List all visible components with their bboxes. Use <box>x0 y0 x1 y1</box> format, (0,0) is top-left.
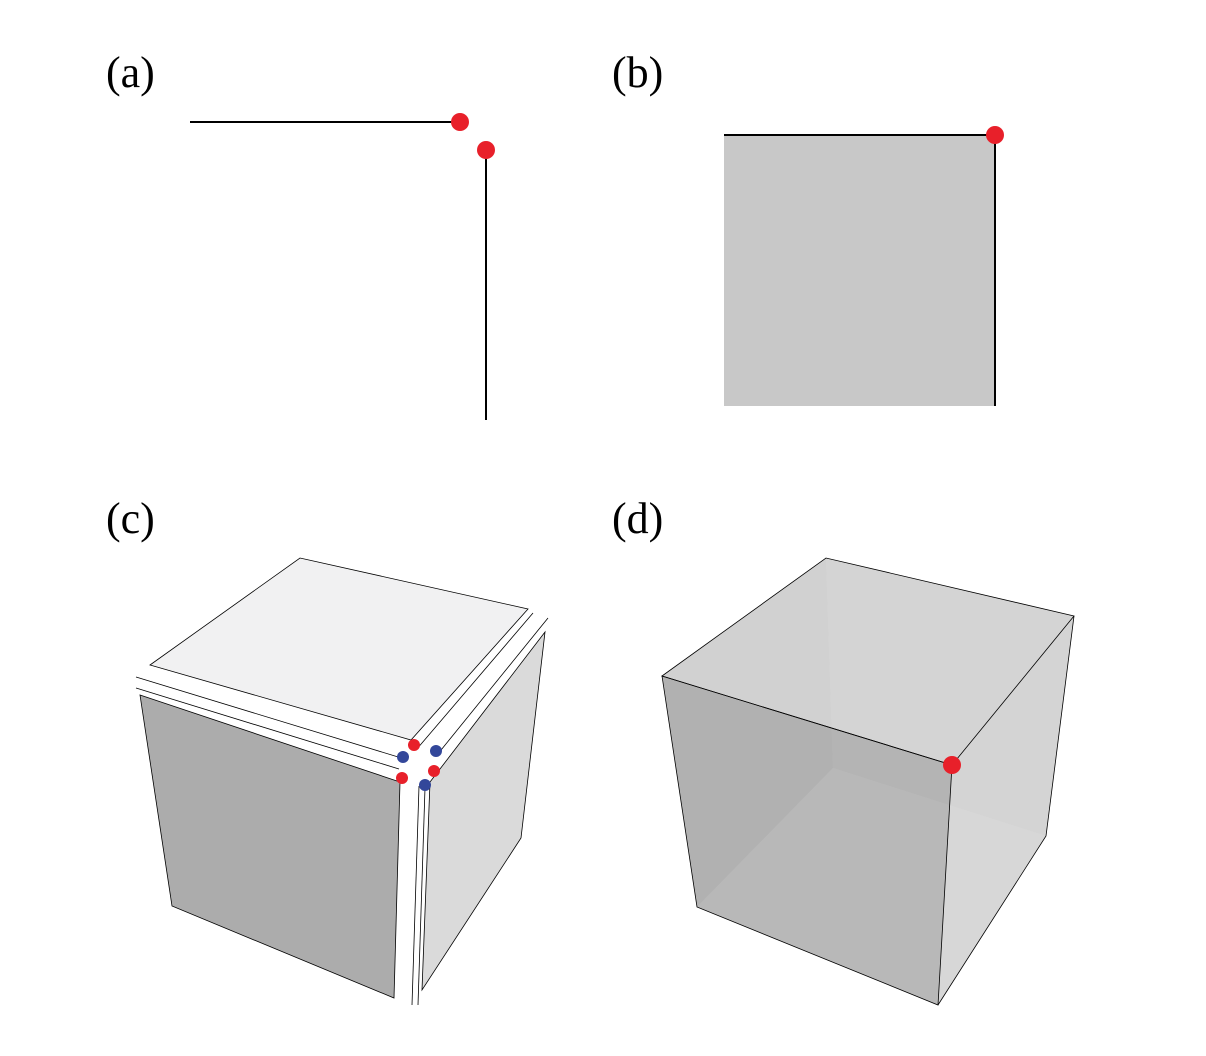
edge-strip <box>436 617 549 756</box>
cube-face-right <box>938 616 1074 1005</box>
vertex-blue <box>397 751 409 763</box>
edge-strip <box>135 687 400 770</box>
cube-face-front <box>662 676 952 1005</box>
cube-face-top <box>662 558 1074 765</box>
vertex-red <box>408 739 420 751</box>
cube-face-left <box>139 694 401 999</box>
vertex-red <box>986 126 1004 144</box>
panel-d-label: (d) <box>612 494 663 543</box>
vertex-blue <box>430 745 442 757</box>
panel-a-label: (a) <box>106 48 155 97</box>
edge-strip <box>411 785 420 1006</box>
cube-edges <box>661 557 1075 1006</box>
panel-b-label: (b) <box>612 48 663 97</box>
vertex-blue <box>419 779 431 791</box>
cube-face-right <box>421 630 546 992</box>
panel-d: (d) <box>612 494 1075 1006</box>
vertex-red <box>428 765 440 777</box>
panel-c: (c) <box>106 494 549 1006</box>
vertex-red <box>451 113 469 131</box>
square-face <box>724 135 995 406</box>
edge-strip <box>135 676 409 761</box>
vertex-red <box>396 772 408 784</box>
cube-edge-loop <box>937 615 1075 1006</box>
edge-strip <box>415 612 534 751</box>
vertex-red <box>477 141 495 159</box>
vertex-red <box>943 756 961 774</box>
panel-a: (a) <box>106 48 495 420</box>
cube-face-top <box>149 557 529 741</box>
panel-b: (b) <box>612 48 1004 406</box>
edge-strip <box>417 787 426 1006</box>
panel-c-label: (c) <box>106 494 155 543</box>
